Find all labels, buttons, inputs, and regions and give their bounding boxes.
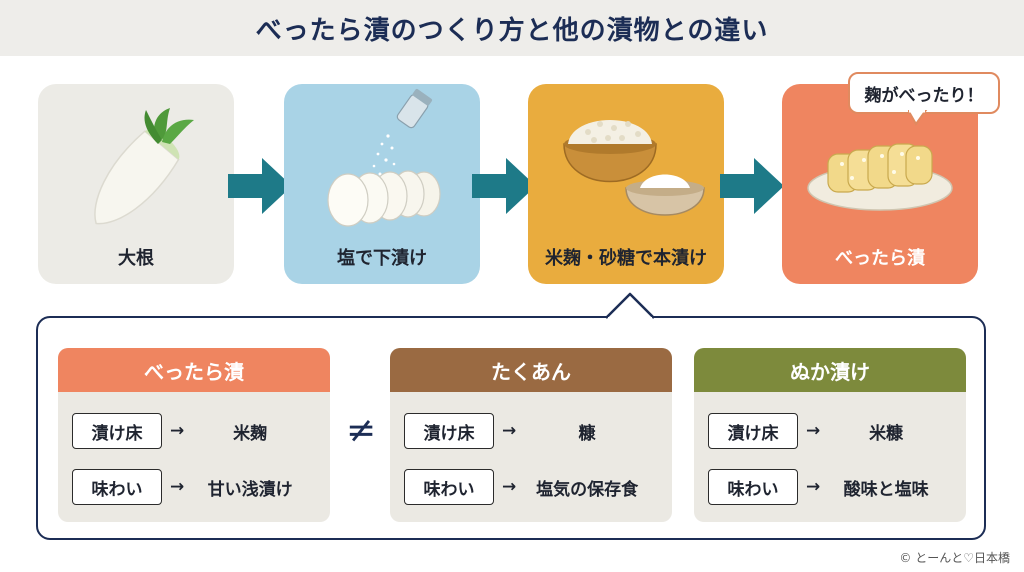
arrow-right-icon (720, 158, 784, 214)
tag-taste: 味わい (404, 469, 494, 505)
step-label: 塩で下漬け (337, 248, 427, 269)
step-label: 米麹・砂糖で本漬け (545, 248, 707, 269)
arrow-text: → (502, 421, 517, 441)
copyright-text: © とーんと♡日本橋 (899, 551, 1010, 565)
step-daikon: 大根 (38, 84, 234, 284)
card-title: たくあん (390, 348, 672, 392)
tag-pickling-bed: 漬け床 (708, 413, 798, 449)
not-equal-symbol: ≠ (345, 410, 377, 451)
value-text: 塩気の保存食 (536, 479, 639, 500)
rice-koji-sugar-icon (563, 120, 705, 216)
value-text: 酸味と塩味 (843, 479, 929, 500)
step-salting: 塩で下漬け (284, 84, 480, 284)
row-taste: 味わい → 塩気の保存食 (404, 468, 658, 506)
arrow-text: → (170, 477, 185, 497)
step-label: べったら漬 (835, 248, 925, 269)
card-nukazuke: ぬか漬け 漬け床 → 米糠 味わい → 酸味と塩味 (694, 348, 966, 522)
row-taste: 味わい → 甘い浅漬け (72, 468, 316, 506)
step-label: 大根 (118, 248, 154, 269)
value-text: 糠 (578, 423, 596, 444)
row-pickling-bed: 漬け床 → 米糠 (708, 412, 952, 450)
value-text: 甘い浅漬け (207, 479, 293, 500)
page-title: べったら漬のつくり方と他の漬物との違い (255, 15, 769, 46)
row-taste: 味わい → 酸味と塩味 (708, 468, 952, 506)
arrow-text: → (806, 477, 821, 497)
row-pickling-bed: 漬け床 → 糠 (404, 412, 658, 450)
card-title: べったら漬 (58, 348, 330, 392)
arrow-right-icon (472, 158, 536, 214)
salted-slices-icon (327, 89, 441, 227)
daikon-radish-icon (94, 108, 194, 225)
value-text: 米麹 (233, 423, 268, 444)
arrow-text: → (806, 421, 821, 441)
callout-pointer (606, 292, 654, 320)
speech-bubble-tail (908, 110, 928, 126)
tag-pickling-bed: 漬け床 (404, 413, 494, 449)
bettarazuke-plate-icon (807, 143, 953, 211)
step-bettarazuke: べったら漬 (782, 84, 978, 284)
arrow-right-icon (228, 158, 292, 214)
arrow-text: → (502, 477, 517, 497)
title-bar: べったら漬のつくり方と他の漬物との違い (0, 0, 1024, 56)
card-takuan: たくあん 漬け床 → 糠 味わい → 塩気の保存食 (390, 348, 672, 522)
tag-taste: 味わい (72, 469, 162, 505)
row-pickling-bed: 漬け床 → 米麹 (72, 412, 316, 450)
step-koji-sugar: 米麹・砂糖で本漬け (528, 84, 724, 284)
tag-taste: 味わい (708, 469, 798, 505)
card-bettarazuke: べったら漬 漬け床 → 米麹 味わい → 甘い浅漬け (58, 348, 330, 522)
speech-bubble: 麹がべったり！ (848, 72, 1000, 114)
arrow-text: → (170, 421, 185, 441)
value-text: 米糠 (869, 423, 904, 444)
tag-pickling-bed: 漬け床 (72, 413, 162, 449)
card-title: ぬか漬け (694, 348, 966, 392)
